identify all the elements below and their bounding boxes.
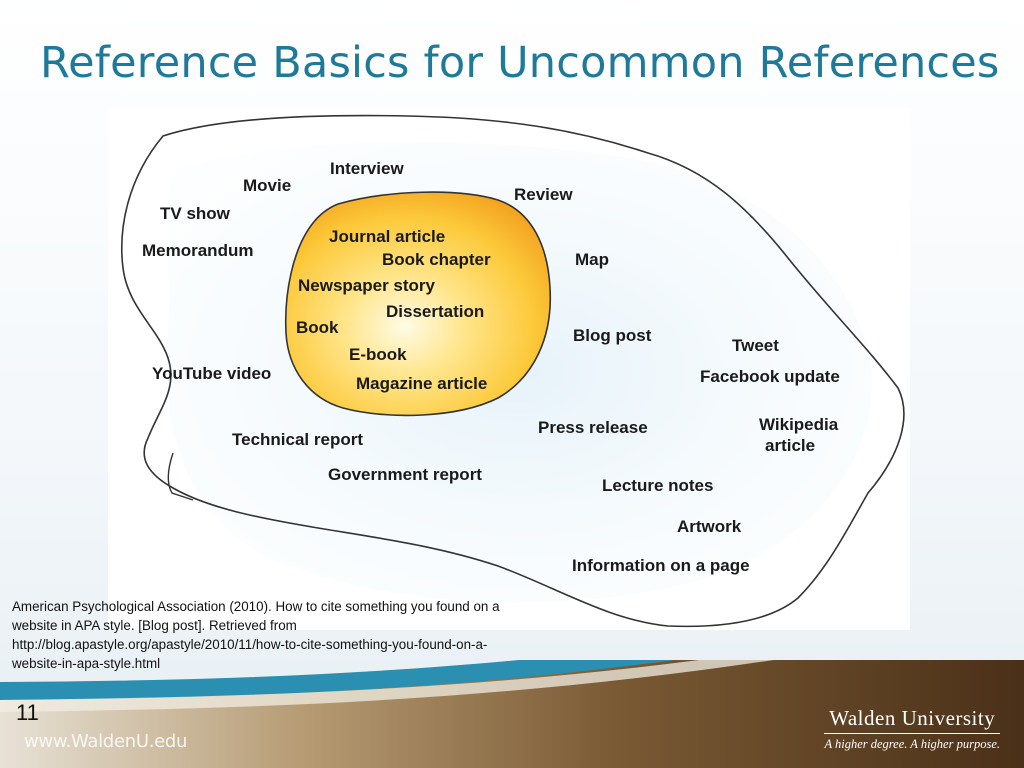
- item-interview: Interview: [330, 159, 404, 178]
- item-dissertation: Dissertation: [386, 302, 484, 321]
- footer-url[interactable]: www.WaldenU.edu: [24, 731, 188, 752]
- citation-line: website in APA style. [Blog post]. Retri…: [12, 618, 297, 633]
- item-map: Map: [575, 250, 609, 269]
- citation-line: American Psychological Association (2010…: [12, 599, 500, 614]
- footer-light-strip: [0, 660, 774, 712]
- item-book-chapter: Book chapter: [382, 250, 491, 269]
- footer-teal-swoosh: [0, 660, 676, 700]
- item-tv-show: TV show: [160, 204, 231, 223]
- citation-line: website-in-apa-style.html: [12, 656, 161, 671]
- item-wikipedia-article: article: [765, 436, 815, 455]
- brand-name: Walden University: [824, 706, 1000, 734]
- outer-boundary: [120, 114, 905, 628]
- item-lecture-notes: Lecture notes: [602, 476, 713, 495]
- footer-brown-band: [0, 660, 1024, 768]
- item-newspaper-story: Newspaper story: [298, 276, 436, 295]
- item-artwork: Artwork: [677, 517, 742, 536]
- item-movie: Movie: [243, 176, 291, 195]
- diagram: Journal article Book chapter Newspaper s…: [108, 108, 910, 630]
- item-tweet: Tweet: [732, 336, 779, 355]
- item-review: Review: [514, 185, 573, 204]
- item-government-report: Government report: [328, 465, 482, 484]
- slide-title: Reference Basics for Uncommon References: [40, 38, 1000, 88]
- slide-number: 11: [16, 700, 39, 725]
- item-press-release: Press release: [538, 418, 648, 437]
- item-e-book: E-book: [349, 345, 407, 364]
- item-journal-article: Journal article: [329, 227, 445, 246]
- outer-boundary-tail: [167, 452, 194, 501]
- item-facebook-update: Facebook update: [700, 367, 840, 386]
- footer-band: [0, 660, 1024, 768]
- item-blog-post: Blog post: [573, 326, 652, 345]
- walden-logo: Walden University A higher degree. A hig…: [824, 706, 1000, 752]
- item-wikipedia: Wikipedia: [759, 415, 839, 434]
- citation-line: http://blog.apastyle.org/apastyle/2010/1…: [12, 637, 488, 652]
- citation: American Psychological Association (2010…: [12, 597, 612, 673]
- brand-tagline: A higher degree. A higher purpose.: [824, 737, 1000, 751]
- diagram-canvas: Journal article Book chapter Newspaper s…: [120, 114, 905, 628]
- inner-core: [284, 191, 552, 417]
- item-technical-report: Technical report: [232, 430, 363, 449]
- item-magazine-article: Magazine article: [356, 374, 487, 393]
- item-memorandum: Memorandum: [142, 241, 253, 260]
- item-youtube-video: YouTube video: [152, 364, 271, 383]
- item-book: Book: [296, 318, 339, 337]
- item-information-on-a-page: Information on a page: [572, 556, 750, 575]
